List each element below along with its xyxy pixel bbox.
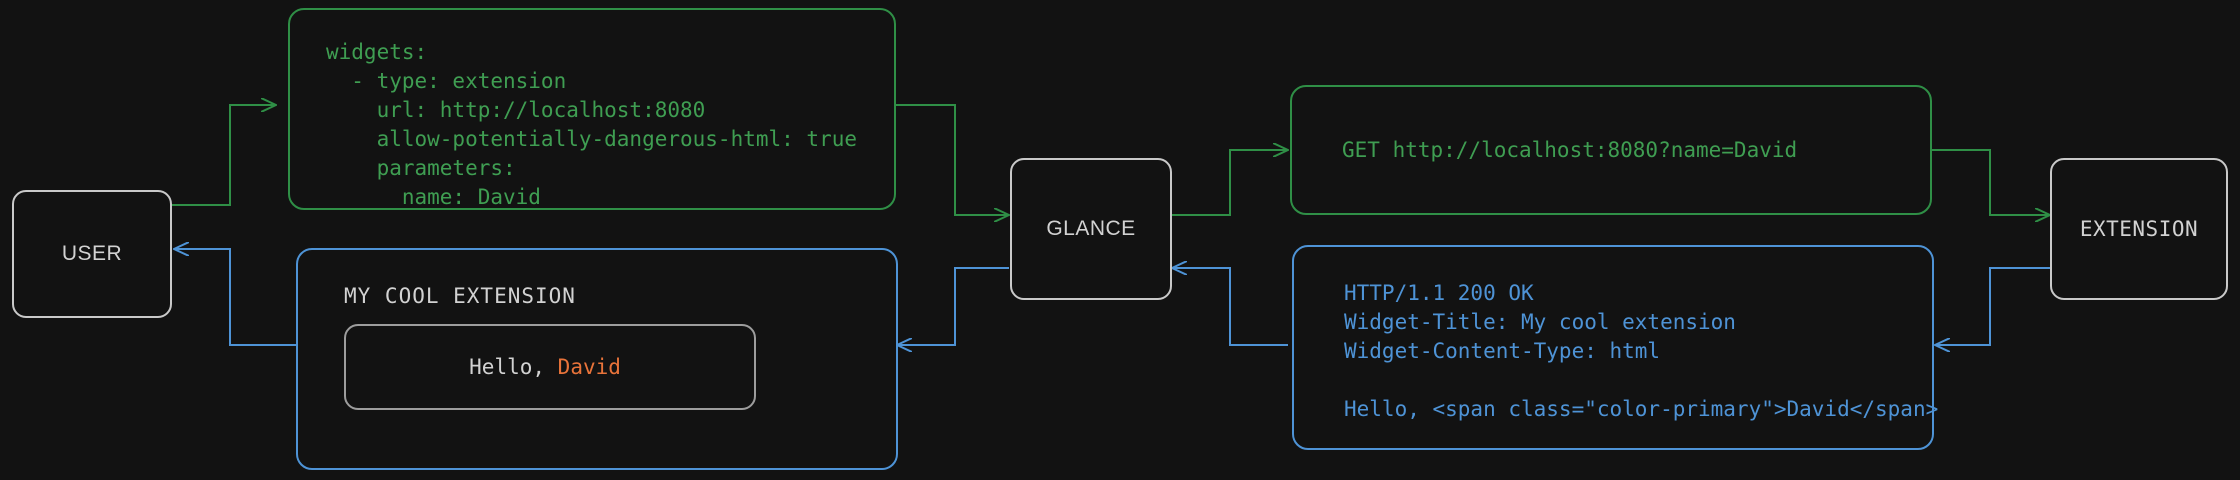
- actor-user-label: USER: [61, 242, 123, 265]
- widget-greeting-prefix: Hello,: [469, 355, 558, 379]
- actor-glance-label: GLANCE: [1046, 217, 1136, 240]
- widget-content-box[interactable]: Hello, David: [344, 324, 756, 410]
- panel-http-response[interactable]: HTTP/1.1 200 OK Widget-Title: My cool ex…: [1292, 245, 1939, 450]
- panel-config-yaml[interactable]: widgets: - type: extension url: http://l…: [288, 8, 896, 210]
- edge-response-to-glance: [1172, 268, 1288, 346]
- http-request-text: GET http://localhost:8080?name=David: [1342, 137, 1798, 162]
- edge-request-to-extension: [1932, 149, 2050, 215]
- actor-user[interactable]: USER: [12, 190, 172, 318]
- edge-config-to-glance: [896, 104, 1009, 215]
- actor-glance[interactable]: GLANCE: [1010, 158, 1172, 300]
- http-response-text: HTTP/1.1 200 OK Widget-Title: My cool ex…: [1344, 281, 1939, 421]
- widget-greeting-text: Hello, David: [346, 331, 621, 403]
- edge-glance-to-widget: [897, 267, 1009, 345]
- edge-widget-to-user: [174, 249, 296, 346]
- actor-extension-label: EXTENSION: [2079, 217, 2199, 241]
- config-yaml-text: widgets: - type: extension url: http://l…: [326, 40, 858, 209]
- actor-extension[interactable]: EXTENSION: [2050, 158, 2228, 300]
- panel-http-request[interactable]: GET http://localhost:8080?name=David: [1290, 85, 1932, 215]
- edge-extension-to-response: [1935, 267, 2050, 345]
- panel-rendered-widget[interactable]: MY COOL EXTENSION Hello, David: [296, 248, 898, 470]
- edge-user-to-config: [172, 105, 276, 206]
- edge-glance-to-request: [1172, 150, 1288, 216]
- widget-title-label: MY COOL EXTENSION: [344, 284, 576, 308]
- widget-greeting-name: David: [557, 355, 621, 379]
